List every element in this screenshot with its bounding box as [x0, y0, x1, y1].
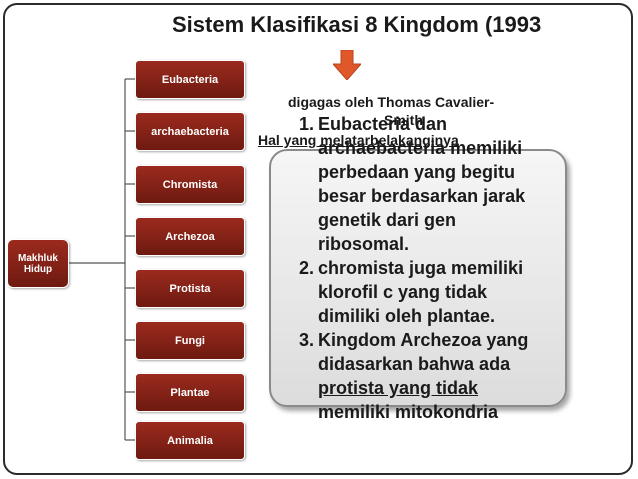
kingdom-protista: Protista: [135, 269, 245, 308]
root-node-makhluk-hidup: Makhluk Hidup: [7, 239, 69, 288]
list-line: perbedaan yang begitu: [318, 162, 516, 182]
list-item: 1. Eubacteria dan archaebacteria memilik…: [280, 112, 580, 256]
list-number: 2.: [298, 258, 314, 278]
subtitle-line-1: digagas oleh Thomas Cavalier-: [288, 94, 495, 110]
kingdom-eubacteria: Eubacteria: [135, 60, 245, 99]
list-item: 3. Kingdom Archezoa yang didasarkan bahw…: [280, 328, 580, 424]
list-line: chromista juga memiliki: [318, 258, 524, 278]
down-arrow-icon: [333, 50, 361, 80]
list-line: klorofil c yang tidak: [318, 282, 488, 302]
kingdom-plantae: Plantae: [135, 373, 245, 412]
list-line: protista yang tidak: [318, 378, 479, 398]
list-number: 1.: [298, 114, 314, 134]
list-item: 2. chromista juga memiliki klorofil c ya…: [280, 256, 580, 328]
list-line: Kingdom Archezoa yang: [318, 330, 529, 350]
list-line: ribosomal.: [318, 234, 410, 254]
kingdom-fungi: Fungi: [135, 321, 245, 360]
slide-title: Sistem Klasifikasi 8 Kingdom (1993: [172, 12, 542, 37]
subtitle-line-2: Smith: [384, 112, 423, 128]
kingdom-animalia: Animalia: [135, 421, 245, 460]
kingdom-archaebacteria: archaebacteria: [135, 112, 245, 151]
explanation-list: 1. Eubacteria dan archaebacteria memilik…: [280, 112, 580, 424]
list-text: chromista juga memiliki klorofil c yang …: [314, 256, 568, 328]
list-number: 3.: [298, 330, 314, 350]
list-line: Eubacteria dan: [318, 114, 448, 134]
list-line: dimiliki oleh plantae.: [318, 306, 496, 326]
list-line: genetik dari gen: [318, 210, 457, 230]
list-line: didasarkan bahwa ada: [318, 354, 511, 374]
list-text: Kingdom Archezoa yang didasarkan bahwa a…: [314, 328, 568, 424]
kingdom-archezoa: Archezoa: [135, 217, 245, 256]
kingdom-chromista: Chromista: [135, 165, 245, 204]
explanation-box: [269, 149, 567, 407]
list-line: archaebacteria memiliki: [318, 138, 523, 158]
list-line: besar berdasarkan jarak: [318, 186, 526, 206]
subtitle-line-3: Hal yang melatarbelakanginya: [258, 132, 459, 148]
list-line: memiliki mitokondria: [318, 402, 499, 422]
list-text: Eubacteria dan archaebacteria memiliki p…: [314, 112, 568, 256]
